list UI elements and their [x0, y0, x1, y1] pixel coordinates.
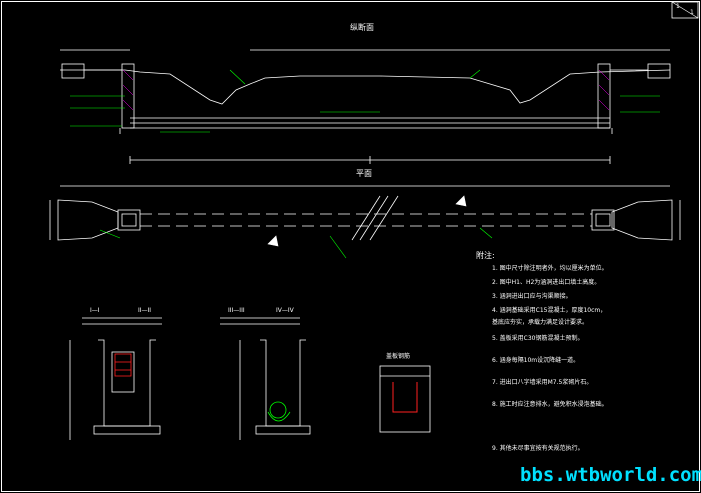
note-item-7: 6. 涵身每隔10m设沉降缝一道。 [492, 357, 580, 364]
watermark-url: bbs.wtbworld.com [520, 464, 701, 486]
note-item-10: 9. 其他未尽事宜按有关规范执行。 [492, 445, 584, 452]
sheet-number-divider [671, 1, 699, 19]
rebar-detail [379, 365, 431, 433]
note-item-4: 4. 涵洞基础采用C15混凝土，厚度10cm， [492, 307, 607, 314]
flow-arrow-marks [267, 195, 467, 247]
plan-view [49, 185, 681, 241]
note-item-6: 5. 盖板采用C30钢筋混凝土预制。 [492, 335, 584, 342]
section-1-2 [69, 317, 162, 440]
rebar-detail-bars [392, 382, 418, 413]
rebar-detail-title: 盖板钢筋 [386, 353, 411, 360]
notes-heading: 附注: [476, 251, 495, 260]
longitudinal-section [60, 49, 671, 164]
note-item-2: 2. 图中H1、H2为涵洞进出口填土高度。 [492, 279, 601, 286]
section-3-4-pipe [267, 401, 291, 422]
note-item-5: 基底应夯实，承载力满足设计要求。 [492, 319, 589, 326]
note-item-3: 3. 涵洞进出口应与沟渠顺接。 [492, 293, 572, 300]
sheet-number-box [671, 1, 699, 19]
longitudinal-callouts [70, 69, 660, 133]
sheet-number: 1 [676, 3, 680, 10]
section-2-2-label: II—II [138, 307, 152, 314]
section-3-4 [220, 317, 311, 440]
note-item-1: 1. 图中尺寸除注明者外，均以厘米为单位。 [492, 265, 608, 272]
note-item-9: 8. 施工时应注意排水，避免积水浸泡基础。 [492, 401, 608, 408]
plan-view-title: 平面 [356, 169, 372, 178]
section-4-4-label: IV—IV [276, 307, 294, 314]
plan-callouts [99, 227, 493, 259]
end-wall-hatch [122, 69, 610, 111]
section-1-2-rebar [114, 353, 132, 377]
longitudinal-section-title: 纵断面 [350, 23, 374, 32]
sheet-total: 1 [690, 9, 694, 16]
note-item-8: 7. 进出口八字墙采用M7.5浆砌片石。 [492, 379, 593, 386]
section-1-1-label: I—I [90, 307, 100, 314]
section-3-3-label: III—III [228, 307, 245, 314]
